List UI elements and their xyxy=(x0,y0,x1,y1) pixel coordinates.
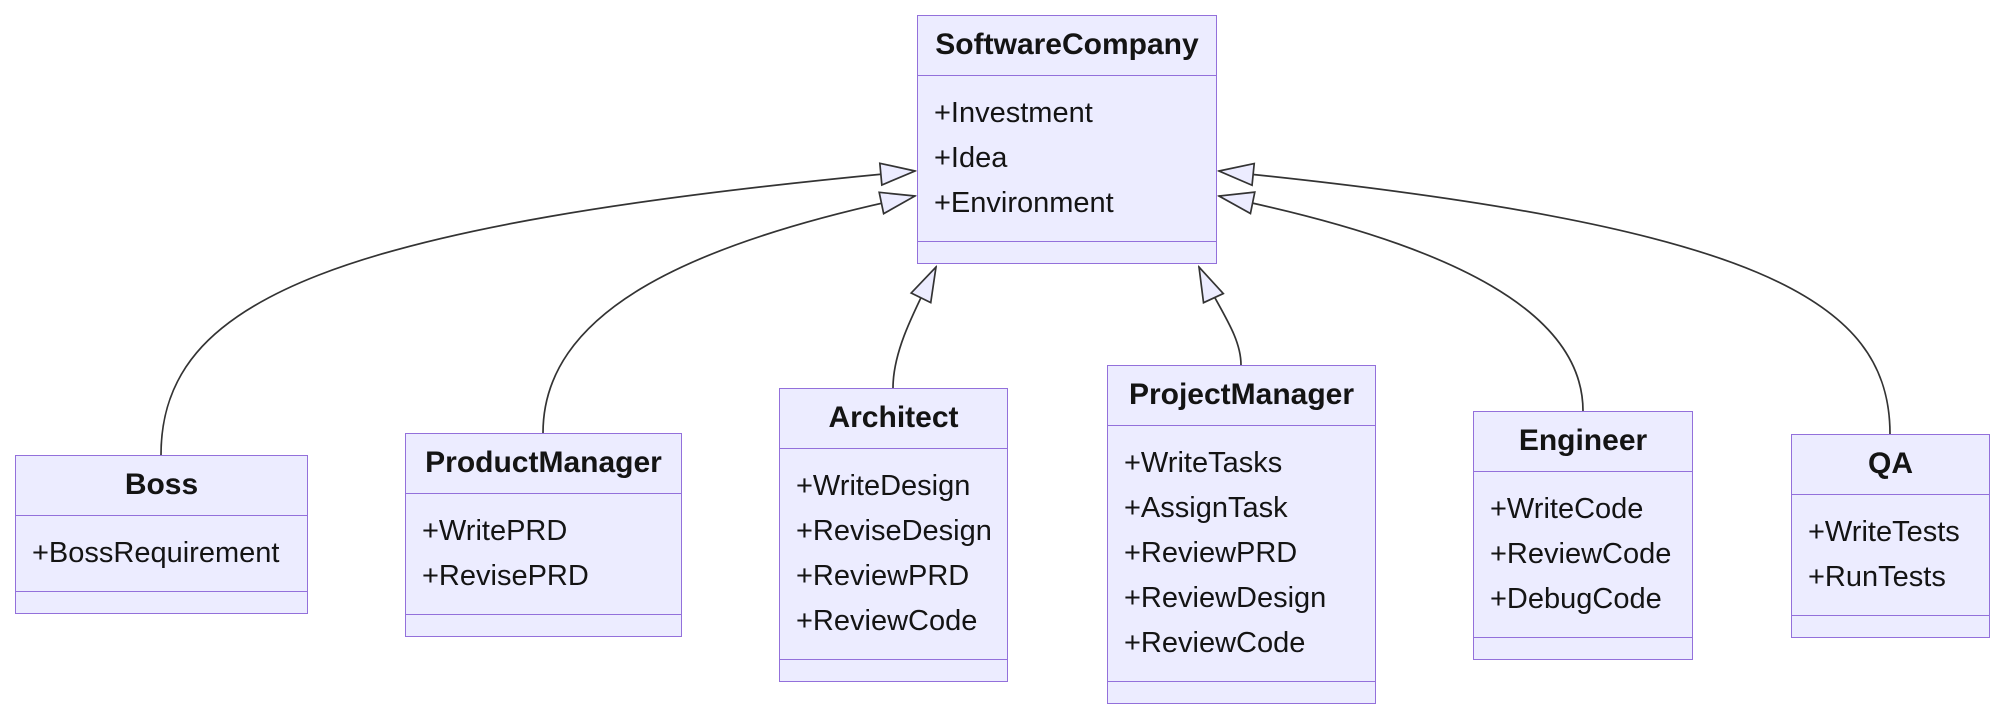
class-member: +Investment xyxy=(934,97,1093,129)
class-member: +AssignTask xyxy=(1124,492,1288,524)
class-box-softwarecompany: SoftwareCompany +Investment +Idea +Envir… xyxy=(917,15,1217,264)
class-members: +WriteTasks +AssignTask +ReviewPRD +Revi… xyxy=(1108,426,1375,681)
class-member: +WriteDesign xyxy=(796,470,971,502)
class-methods-empty xyxy=(780,659,1007,681)
class-member: +WriteTests xyxy=(1808,516,1960,548)
class-member: +WriteTasks xyxy=(1124,447,1283,479)
class-member: +ReviewCode xyxy=(1490,538,1672,570)
class-member: +WritePRD xyxy=(422,515,568,547)
class-member: +Environment xyxy=(934,187,1114,219)
class-members: +WriteDesign +ReviseDesign +ReviewPRD +R… xyxy=(780,449,1007,659)
class-member: +BossRequirement xyxy=(32,537,280,569)
class-title: Architect xyxy=(780,389,1007,449)
class-members: +WriteCode +ReviewCode +DebugCode xyxy=(1474,472,1692,637)
class-member: +ReviewDesign xyxy=(1124,582,1327,614)
class-member: +WriteCode xyxy=(1490,493,1644,525)
class-members: +Investment +Idea +Environment xyxy=(918,76,1216,241)
class-box-productmanager: ProductManager +WritePRD +RevisePRD xyxy=(405,433,682,637)
class-box-architect: Architect +WriteDesign +ReviseDesign +Re… xyxy=(779,388,1008,682)
class-title: ProjectManager xyxy=(1108,366,1375,426)
edge-projectmanager-inherits-softwarecompany xyxy=(1199,267,1242,366)
class-member: +ReviewCode xyxy=(1124,627,1306,659)
class-methods-empty xyxy=(406,614,681,636)
class-members: +WriteTests +RunTests xyxy=(1792,495,1989,615)
class-methods-empty xyxy=(16,591,307,613)
class-methods-empty xyxy=(918,241,1216,263)
class-methods-empty xyxy=(1792,615,1989,637)
class-title: Engineer xyxy=(1474,412,1692,472)
class-members: +WritePRD +RevisePRD xyxy=(406,494,681,614)
class-member: +ReviewPRD xyxy=(1124,537,1298,569)
class-member: +ReviseDesign xyxy=(796,515,992,547)
class-member: +Idea xyxy=(934,142,1008,174)
class-box-engineer: Engineer +WriteCode +ReviewCode +DebugCo… xyxy=(1473,411,1693,660)
class-box-boss: Boss +BossRequirement xyxy=(15,455,308,614)
class-title: SoftwareCompany xyxy=(918,16,1216,76)
class-title: ProductManager xyxy=(406,434,681,494)
class-member: +ReviewPRD xyxy=(796,560,970,592)
class-methods-empty xyxy=(1474,637,1692,659)
class-member: +ReviewCode xyxy=(796,605,978,637)
class-member: +DebugCode xyxy=(1490,583,1662,615)
class-title: QA xyxy=(1792,435,1989,495)
class-members: +BossRequirement xyxy=(16,516,307,591)
edge-architect-inherits-softwarecompany xyxy=(892,267,936,389)
class-member: +RevisePRD xyxy=(422,560,589,592)
class-member: +RunTests xyxy=(1808,561,1946,593)
class-box-projectmanager: ProjectManager +WriteTasks +AssignTask +… xyxy=(1107,365,1376,704)
class-box-qa: QA +WriteTests +RunTests xyxy=(1791,434,1990,638)
class-methods-empty xyxy=(1108,681,1375,703)
class-title: Boss xyxy=(16,456,307,516)
